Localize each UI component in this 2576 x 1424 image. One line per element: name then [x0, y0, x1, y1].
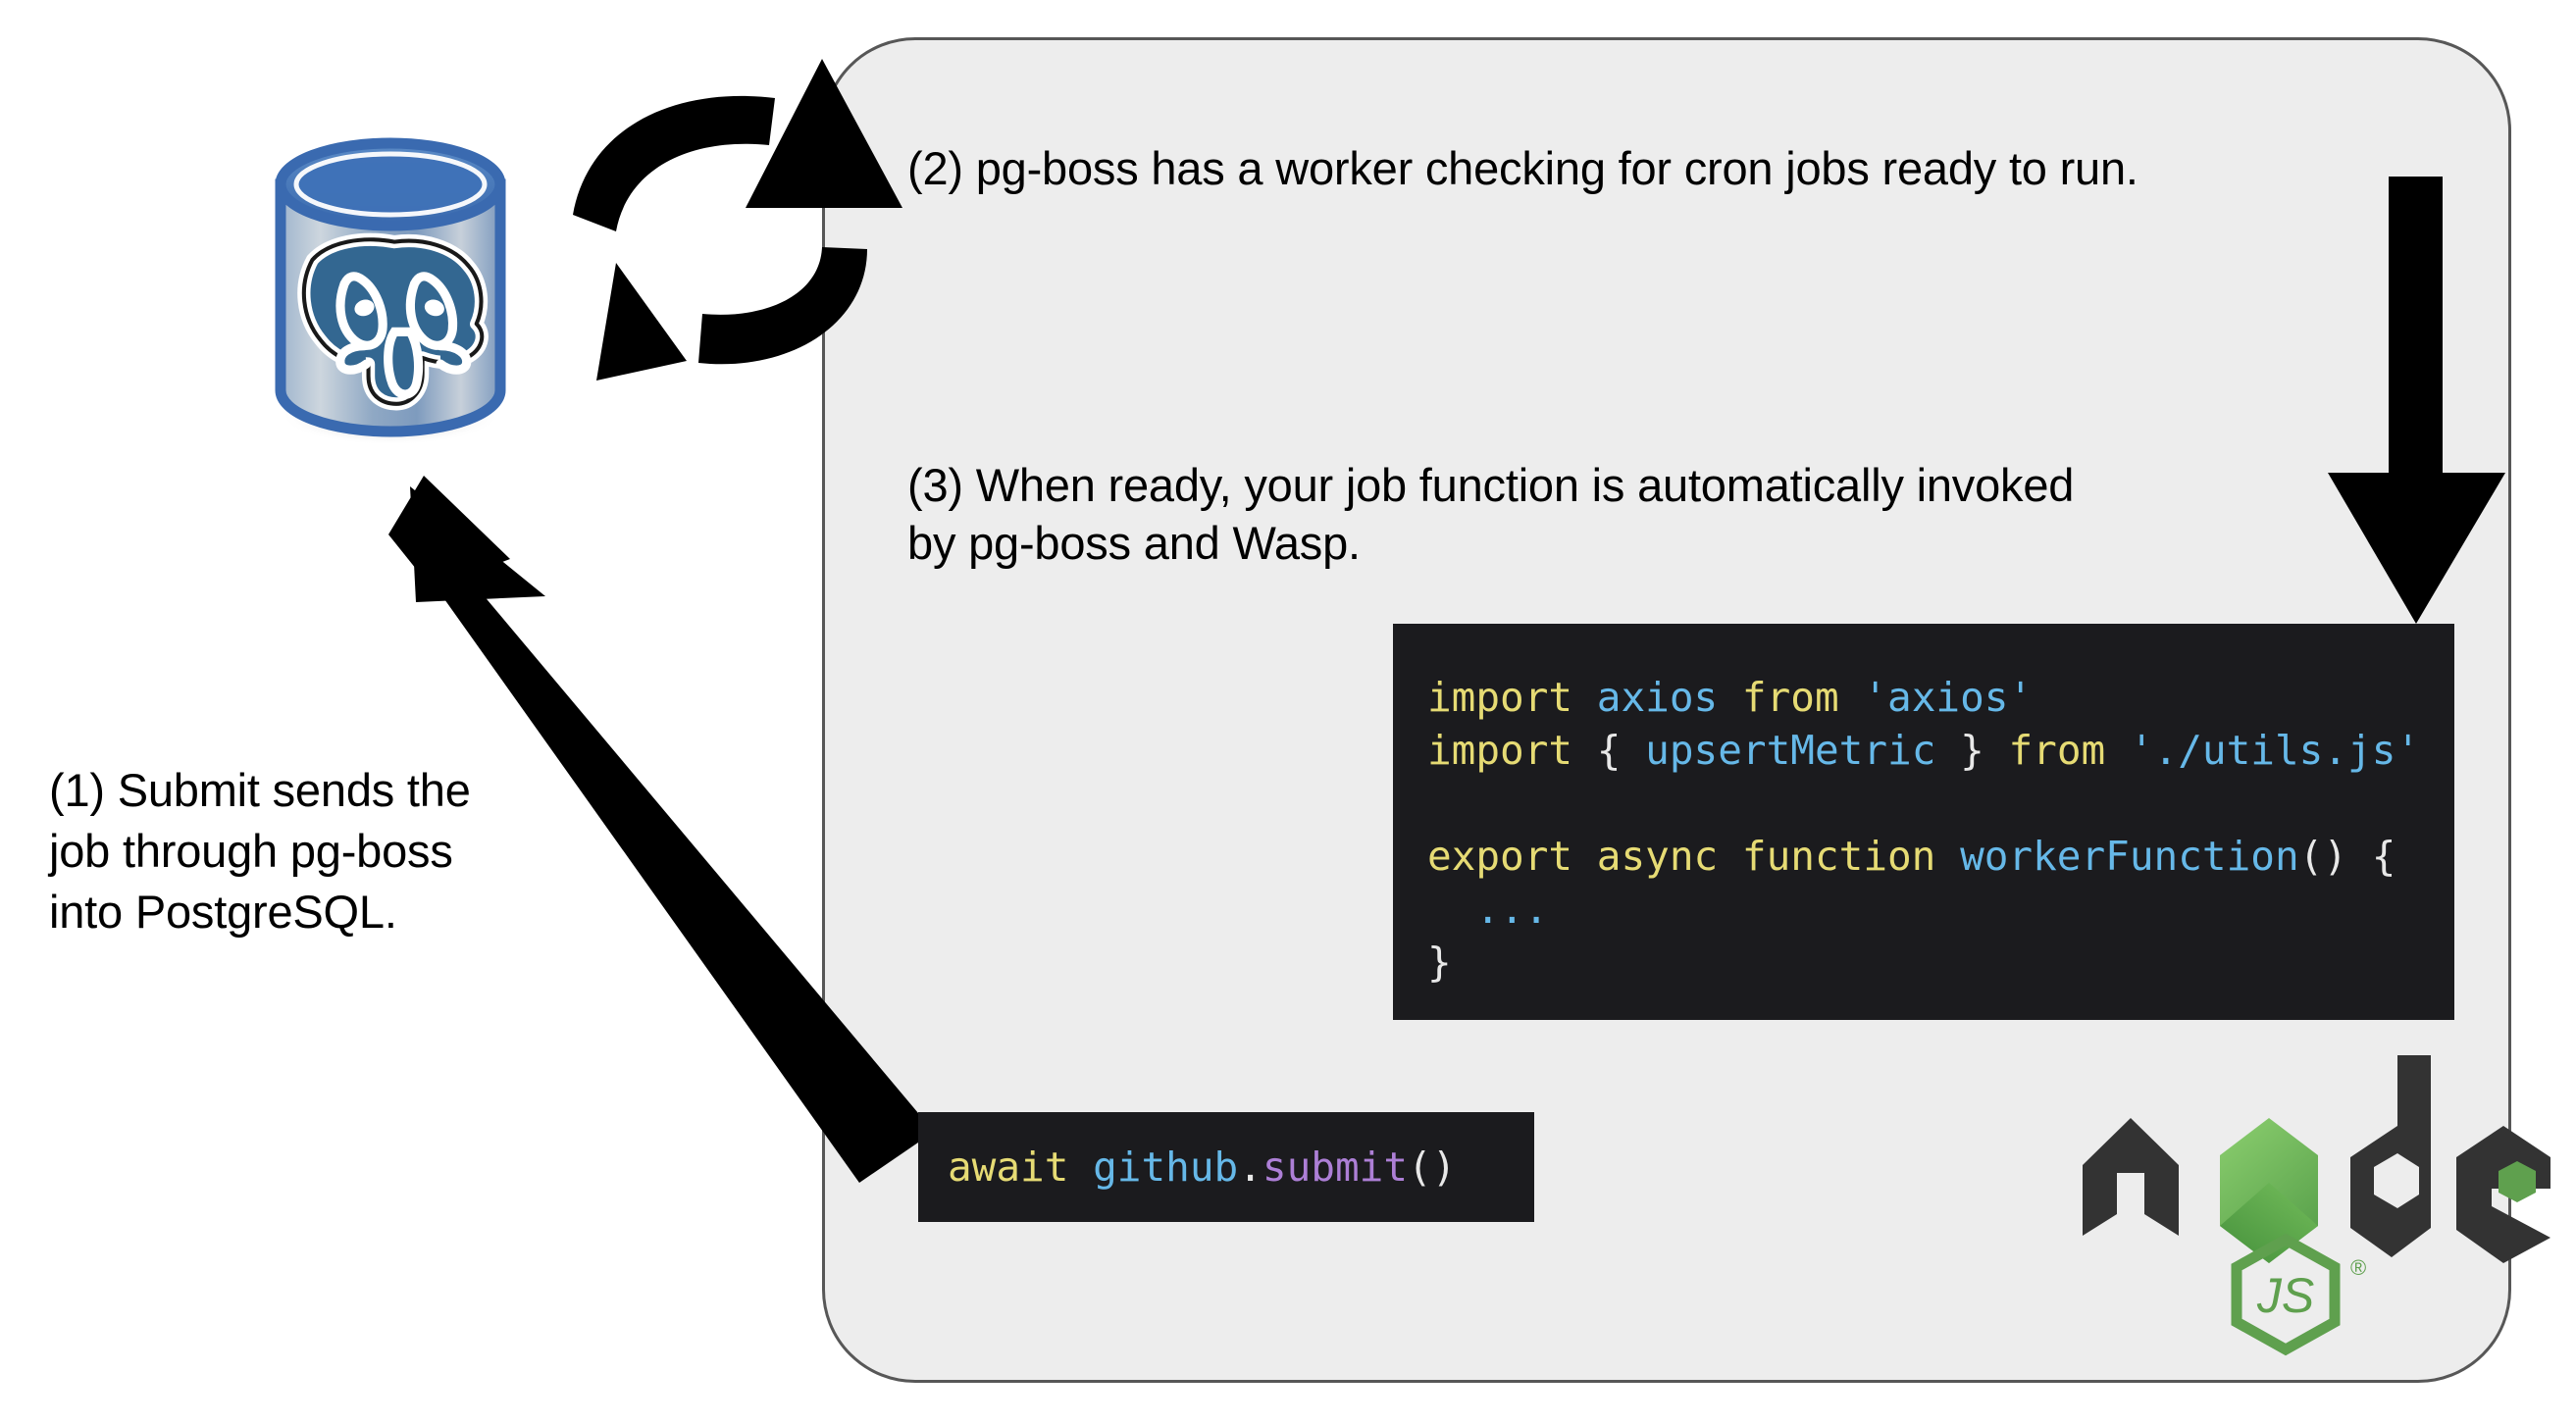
code-token: () [1408, 1144, 1457, 1191]
code-token: await [948, 1144, 1094, 1191]
worker-code-lines: import axios from 'axios'import { upsert… [1427, 671, 2420, 989]
code-token: import [1427, 727, 1597, 774]
code-line: ... [1427, 883, 2420, 936]
code-token: workerFunction [1960, 833, 2299, 880]
step-1-label: (1) Submit sends the job through pg-boss… [49, 764, 471, 939]
submit-call-code-block: await github.submit() [918, 1112, 1534, 1222]
code-token: . [1238, 1144, 1262, 1191]
code-token: github [1093, 1144, 1239, 1191]
code-token: import [1427, 674, 1597, 721]
code-line: } [1427, 936, 2420, 989]
code-line [1427, 777, 2420, 830]
code-token: from [1741, 674, 1864, 721]
code-line: await github.submit() [948, 1112, 1456, 1222]
code-token: 'axios' [1863, 674, 2034, 721]
code-token: export async function [1427, 833, 1961, 880]
code-line: import { upsertMetric } from './utils.js… [1427, 724, 2420, 777]
code-token: from [2008, 727, 2130, 774]
code-token: { [1596, 727, 1646, 774]
worker-function-code-block: import axios from 'axios'import { upsert… [1393, 624, 2454, 1020]
code-token: './utils.js' [2129, 727, 2421, 774]
code-token: } [1960, 727, 2009, 774]
submit-code-lines: await github.submit() [948, 1112, 1456, 1222]
step-3-label: (3) When ready, your job function is aut… [907, 459, 2075, 569]
code-token: upsertMetric [1645, 727, 1961, 774]
code-token: submit [1262, 1144, 1409, 1191]
code-token: } [1427, 939, 1452, 986]
postgresql-database-icon [275, 137, 506, 445]
step-2-label: (2) pg-boss has a worker checking for cr… [907, 142, 2138, 194]
code-line: import axios from 'axios' [1427, 671, 2420, 724]
code-token: () { [2298, 833, 2396, 880]
code-token: axios [1596, 674, 1742, 721]
code-token: ... [1427, 886, 1549, 933]
code-line: export async function workerFunction() { [1427, 830, 2420, 883]
